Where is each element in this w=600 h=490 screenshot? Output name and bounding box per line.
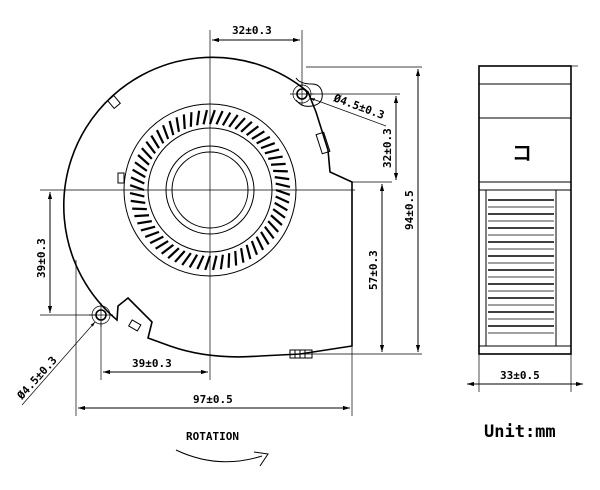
impeller-blade: [270, 214, 283, 226]
impeller-blade: [132, 207, 147, 211]
rotation-label: ROTATION: [186, 430, 239, 443]
impeller-blade: [196, 255, 205, 270]
impeller-blade: [275, 195, 290, 204]
impeller-blade: [130, 199, 146, 204]
dim-top-width-label: 32±0.3: [232, 24, 272, 37]
rotation-arrow-icon: [175, 449, 263, 463]
dim-overall-height-label: 94±0.5: [403, 190, 416, 230]
impeller-blade: [129, 184, 145, 192]
impeller-blade: [275, 188, 291, 196]
unit-label: Unit:mm: [484, 422, 556, 442]
impeller-blade: [204, 255, 212, 271]
impeller-blade: [137, 220, 152, 225]
dim-right: 32±0.3 94±0.5 57±0.3: [300, 66, 422, 355]
impeller-blade: [267, 220, 279, 233]
dim-overall-width-label: 97±0.5: [193, 393, 233, 406]
side-view: コ 33±0.5: [467, 65, 583, 392]
impeller-blade: [129, 191, 145, 198]
impeller-blade: [155, 240, 169, 250]
impeller-blade: [202, 109, 209, 125]
impeller-blade: [211, 255, 218, 271]
centerlines: [40, 30, 355, 380]
impeller-blade: [132, 168, 146, 179]
impeller-blade: [175, 117, 180, 132]
impeller-blade: [181, 252, 192, 266]
impeller-blade: [260, 142, 276, 150]
impeller-blade: [268, 155, 283, 160]
impeller-blade: [260, 231, 270, 245]
impeller-blade: [234, 250, 238, 266]
impeller-blade: [256, 135, 271, 145]
impeller-blade: [208, 109, 216, 125]
impeller-blade: [255, 236, 265, 251]
impeller-blade: [182, 114, 186, 130]
impeller-blade: [219, 254, 224, 270]
dim-left-height-label: 39±0.3: [35, 238, 48, 278]
impeller-blade: [273, 169, 288, 173]
impeller-blade: [167, 247, 180, 259]
dim-right-upper-label: 32±0.3: [381, 128, 394, 168]
impeller-blade: [272, 208, 286, 219]
impeller-blade: [140, 225, 156, 232]
dim-hole-top: Ø4.5±0.3: [309, 91, 386, 127]
dim-side-thickness-label: 33±0.5: [500, 369, 540, 382]
impeller-blade: [196, 110, 201, 126]
impeller-blade: [215, 110, 224, 125]
impeller-blade: [134, 214, 150, 218]
dim-right-lower-label: 57±0.3: [367, 250, 380, 290]
impeller-blade: [245, 244, 252, 260]
impeller-blade: [240, 248, 245, 263]
impeller-blade: [174, 250, 186, 263]
impeller-blade: [227, 253, 231, 268]
impeller-blade: [189, 112, 193, 127]
dim-top-width: 32±0.3: [212, 24, 303, 86]
impeller-blade: [134, 161, 148, 172]
impeller-blade: [150, 135, 160, 149]
dim-hole-bottom: Ø4.5±0.3: [14, 321, 96, 406]
impeller-blade: [144, 230, 160, 238]
impeller-blade: [275, 182, 291, 189]
dim-hole-bottom-label: Ø4.5±0.3: [14, 354, 60, 403]
impeller-blade: [130, 176, 145, 185]
dim-hole-top-label: Ø4.5±0.3: [331, 91, 386, 122]
side-mark: コ: [512, 141, 532, 165]
impeller-blade: [274, 176, 290, 181]
impeller-blade: [188, 254, 199, 268]
impeller-blade: [221, 112, 232, 126]
impeller-blade: [162, 124, 170, 140]
impeller-blade: [251, 130, 265, 140]
impeller-blade: [240, 121, 253, 133]
impeller-blade: [137, 154, 150, 166]
impeller-blade: [234, 117, 246, 130]
impeller-blade: [228, 114, 239, 128]
impeller: [123, 103, 297, 277]
impeller-blade: [264, 226, 275, 240]
fan-housing: [63, 56, 353, 359]
impeller-blade: [270, 162, 286, 166]
impeller-blade: [264, 148, 280, 155]
dim-left: 39±0.3: [35, 192, 95, 316]
dim-bottom: 39±0.3 97±0.5: [75, 260, 353, 416]
impeller-blade: [250, 240, 258, 256]
impeller-blade: [274, 201, 288, 212]
rotation-indicator: ROTATION: [175, 430, 269, 467]
impeller-blade: [149, 235, 164, 245]
impeller-blade: [160, 244, 174, 255]
impeller-blade: [141, 147, 153, 160]
dim-bottom-offset-label: 39±0.3: [132, 357, 172, 370]
impeller-blade: [168, 120, 175, 136]
impeller-blade: [145, 140, 156, 154]
impeller-blade: [155, 129, 165, 144]
impeller-blade: [246, 125, 260, 136]
